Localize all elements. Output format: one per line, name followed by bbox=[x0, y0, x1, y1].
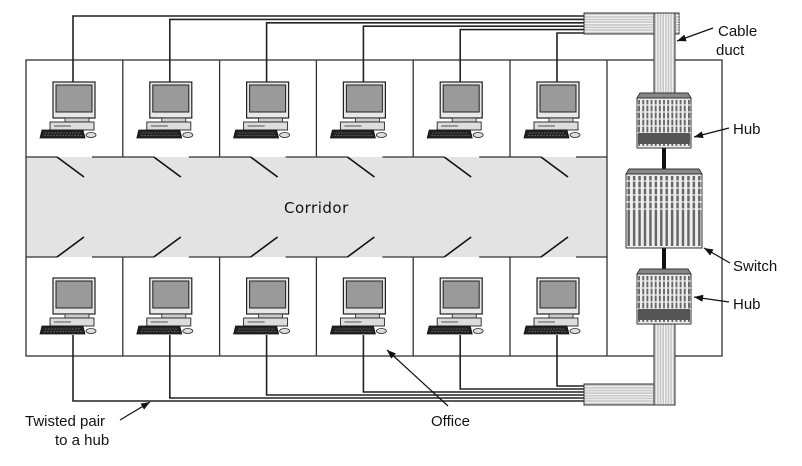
cable-duct-top bbox=[583, 12, 680, 97]
twisted-pair-cable bbox=[72, 15, 585, 90]
building bbox=[25, 59, 723, 357]
computer-icon bbox=[329, 81, 387, 139]
door bbox=[56, 156, 85, 178]
cable-duct-label-line1: Cable bbox=[718, 23, 757, 40]
hub-bottom-arrow-arrowhead-icon bbox=[694, 294, 704, 302]
device-cap bbox=[625, 168, 703, 175]
twisted-pair-cable bbox=[265, 21, 585, 90]
corridor bbox=[26, 157, 607, 257]
building-outline bbox=[25, 59, 723, 357]
twisted-pair-cables bbox=[72, 15, 585, 402]
twisted-pair-label-line1: Twisted pair bbox=[25, 413, 105, 430]
cable-duct-bottom bbox=[583, 321, 676, 406]
computer-icon bbox=[39, 81, 97, 139]
hub-top bbox=[636, 92, 692, 149]
door bbox=[153, 236, 182, 258]
computer-icon bbox=[136, 81, 194, 139]
hub-bottom bbox=[636, 268, 692, 325]
twisted-pair-cable bbox=[265, 335, 585, 396]
device-cap bbox=[636, 268, 692, 275]
switch-label: Switch bbox=[733, 258, 777, 275]
twisted-pair-cable bbox=[169, 18, 585, 90]
twisted-pair-cable bbox=[459, 335, 585, 390]
computer-icon bbox=[329, 277, 387, 335]
twisted-pair-cable bbox=[556, 32, 585, 90]
computer-icon bbox=[136, 277, 194, 335]
cable-duct-arrow-arrowhead-icon bbox=[677, 34, 687, 42]
cable-ducts bbox=[583, 12, 680, 406]
switch bbox=[625, 168, 703, 249]
twisted-pair-cable bbox=[556, 335, 585, 387]
computer-icon bbox=[523, 81, 581, 139]
annotations: Cable duct Hub Switch Hub Office Twisted… bbox=[25, 23, 777, 449]
cable-duct-label-line2: duct bbox=[716, 42, 745, 59]
hub-bottom-label: Hub bbox=[733, 296, 761, 313]
device-port-band bbox=[638, 309, 690, 320]
door bbox=[346, 236, 375, 258]
computer-icon bbox=[39, 277, 97, 335]
twisted-pair-label-line2: to a hub bbox=[55, 432, 109, 449]
computer-icon bbox=[523, 277, 581, 335]
door bbox=[443, 156, 472, 178]
door bbox=[250, 156, 279, 178]
computer-icon bbox=[233, 81, 291, 139]
twisted-pair-cable bbox=[362, 335, 585, 393]
device-body bbox=[625, 173, 703, 249]
office-label: Office bbox=[431, 413, 470, 430]
door bbox=[153, 156, 182, 178]
office-arrow-line bbox=[386, 349, 449, 407]
hub-top-arrow-arrowhead-icon bbox=[694, 131, 704, 139]
door bbox=[540, 236, 569, 258]
door bbox=[443, 236, 472, 258]
twisted-pair-cable bbox=[72, 335, 585, 402]
twisted-pair-cable bbox=[459, 28, 585, 90]
corridor-label: Corridor bbox=[284, 199, 349, 217]
computer-icon bbox=[426, 81, 484, 139]
twisted-pair-cable bbox=[362, 25, 585, 90]
door bbox=[540, 156, 569, 178]
door bbox=[346, 156, 375, 178]
hub-top-label: Hub bbox=[733, 121, 761, 138]
office-arrow-arrowhead-icon bbox=[387, 350, 396, 359]
door bbox=[56, 236, 85, 258]
computer-icon bbox=[426, 277, 484, 335]
device-cap bbox=[636, 92, 692, 99]
switch-arrow-arrowhead-icon bbox=[704, 248, 714, 256]
network-devices bbox=[625, 92, 703, 325]
twisted-pair-cable bbox=[169, 335, 585, 399]
twisted-pair-arrow-arrowhead-icon bbox=[140, 402, 150, 410]
device-port-band bbox=[638, 133, 690, 144]
computer-icon bbox=[233, 277, 291, 335]
door bbox=[250, 236, 279, 258]
